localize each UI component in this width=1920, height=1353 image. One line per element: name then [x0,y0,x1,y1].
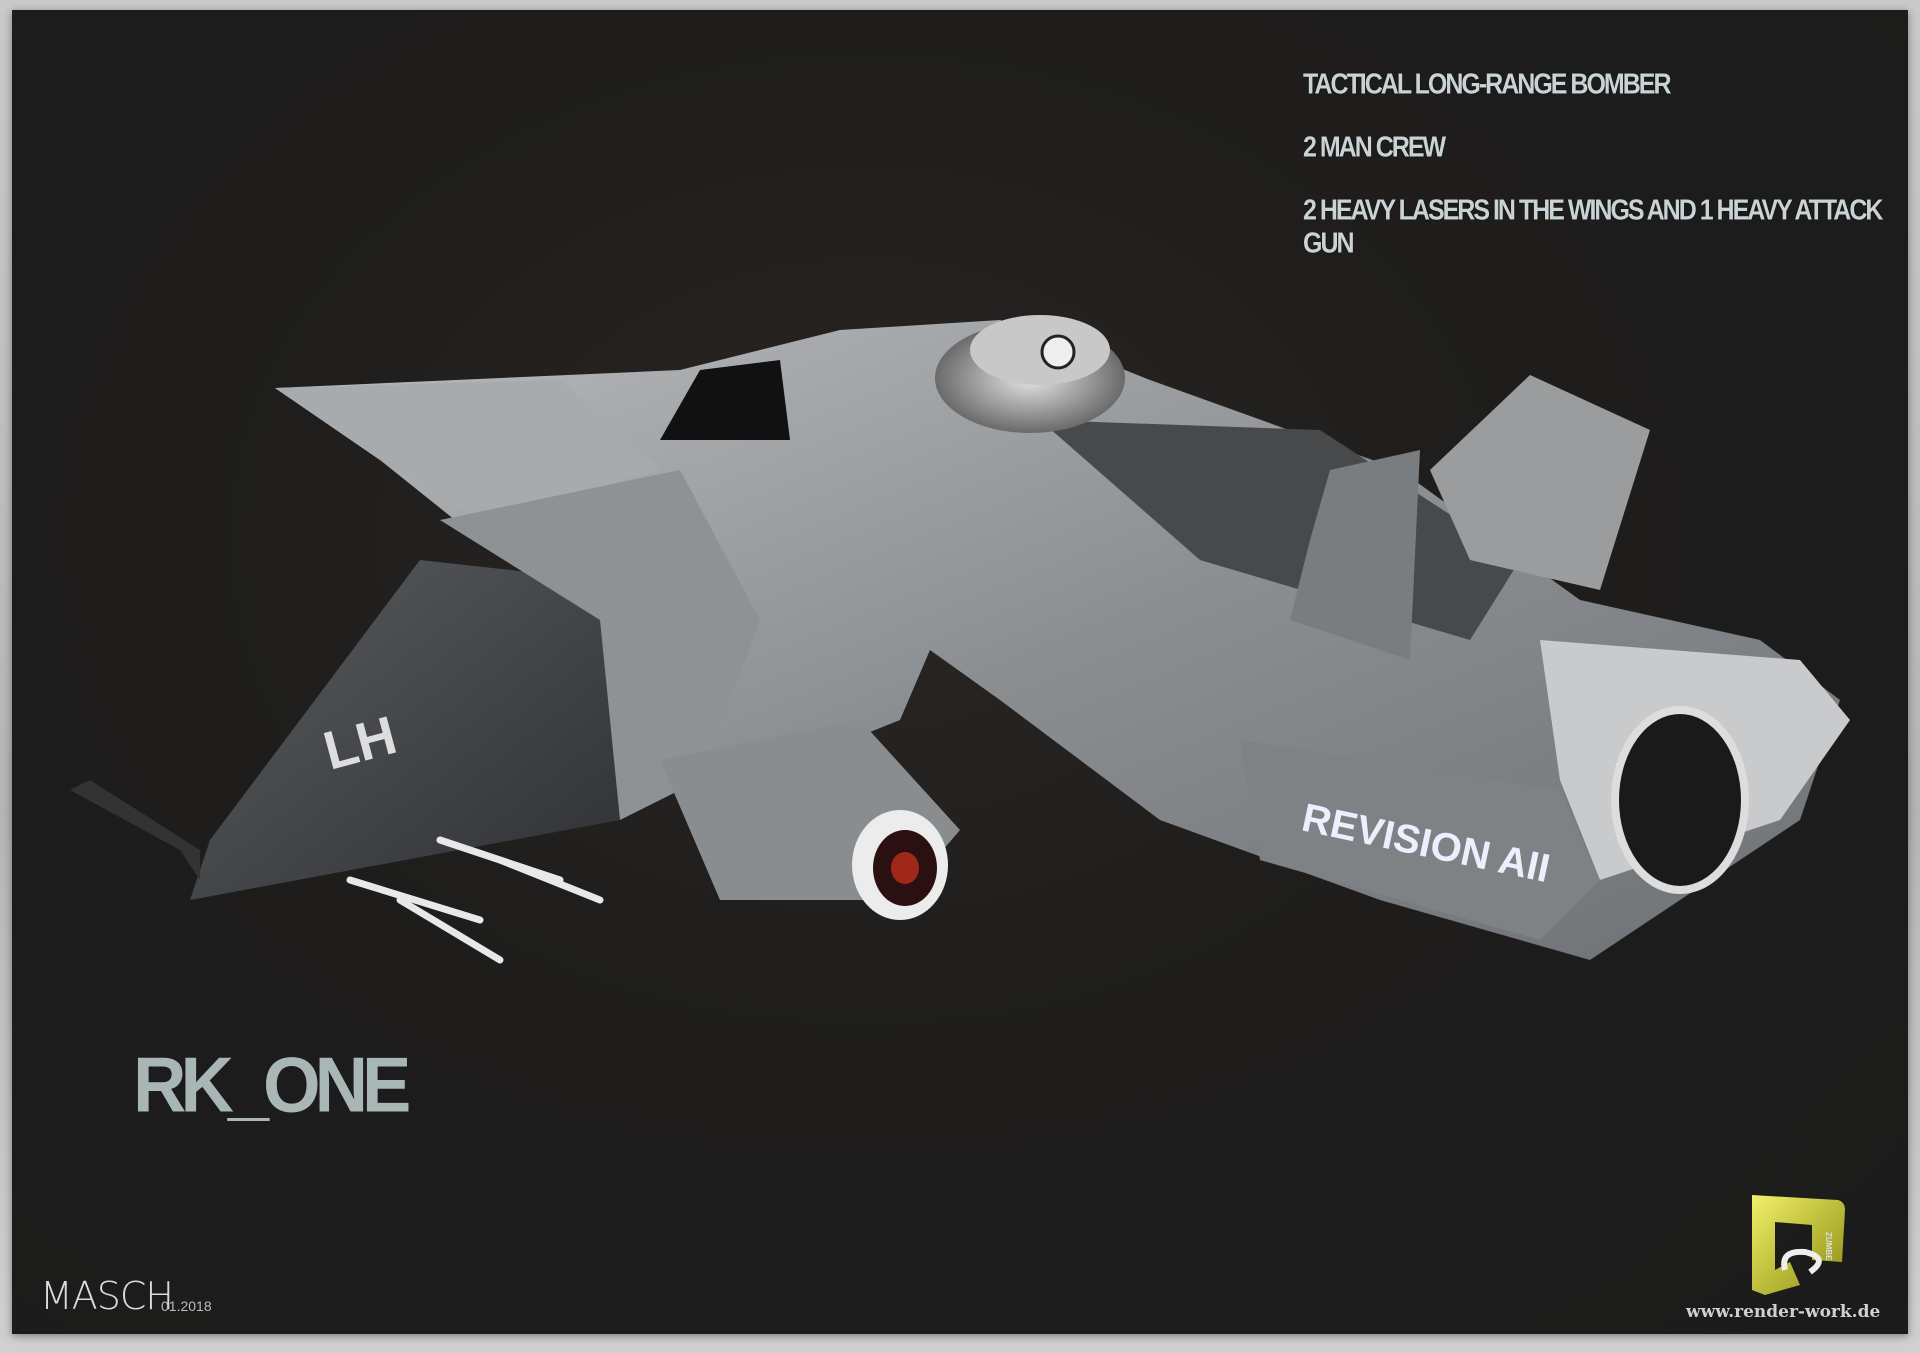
zumbe-logo: ZUMBE [1752,1195,1845,1295]
spec-line-2: 2 MAN CREW [1303,131,1446,164]
engine-nacelle [660,720,960,920]
author-signature: MASCH [40,1274,174,1318]
logo-text: ZUMBE [1824,1232,1833,1261]
cockpit-dome [660,315,1125,440]
website-link[interactable]: www.render-work.de [1686,1302,1881,1322]
ship-wing [70,470,760,900]
missiles [346,836,604,964]
ship-name-title: RK_ONE [133,1040,411,1129]
spec-line-1: TACTICAL LONG-RANGE BOMBER [1303,68,1671,101]
spec-line-3: 2 HEAVY LASERS IN THE WINGS AND 1 HEAVY … [1303,194,1883,260]
date-label: 01.2018 [161,1298,212,1314]
